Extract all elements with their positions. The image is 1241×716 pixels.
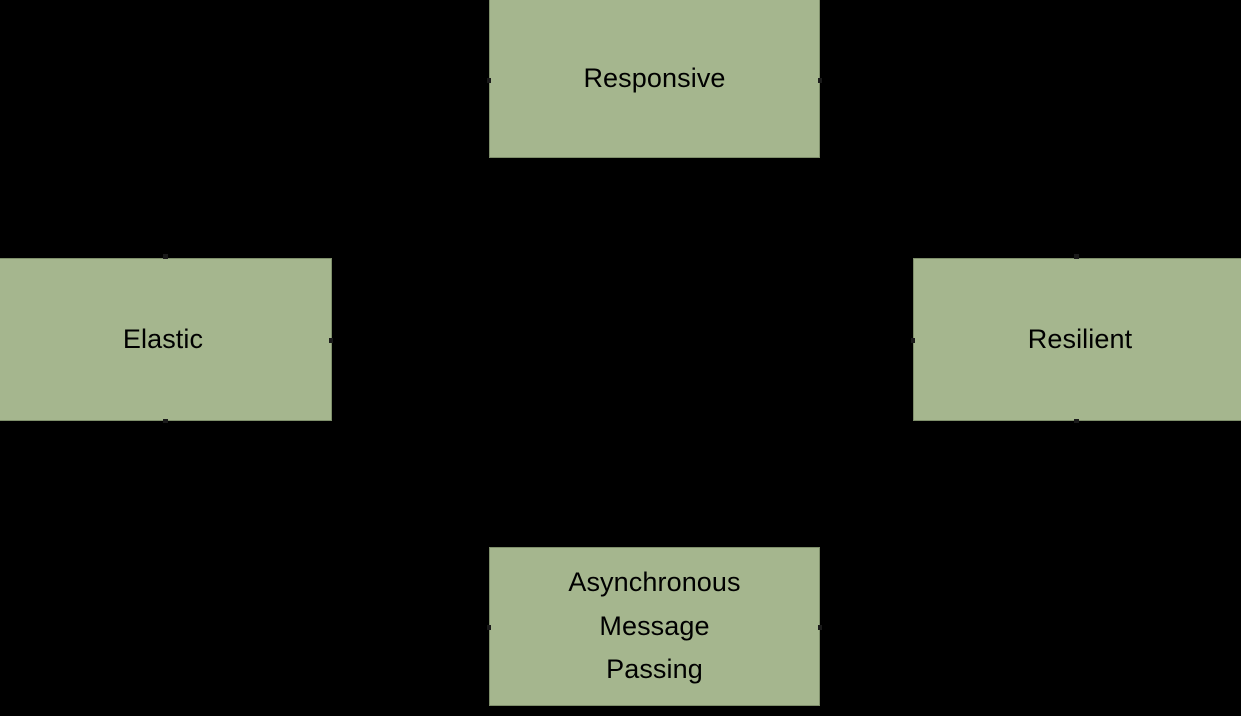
- node-asynchronous-message-passing[interactable]: Asynchronous Message Passing: [489, 547, 820, 706]
- connector-stub-resilient-top: [1074, 254, 1079, 259]
- connector-stub-async-left: [487, 625, 491, 630]
- connector-stub-resilient-bottom: [1074, 419, 1079, 423]
- node-elastic-label: Elastic: [122, 323, 204, 354]
- connector-elastic-responsive: [331, 80, 489, 82]
- connector-stub-responsive-right: [818, 78, 822, 83]
- connector-responsive-resilient: [820, 80, 913, 82]
- connector-stub-elastic-top: [163, 254, 168, 259]
- node-responsive-label: Responsive: [583, 63, 726, 94]
- node-elastic[interactable]: Elastic: [0, 258, 332, 421]
- connector-stub-elastic-right: [329, 338, 333, 343]
- node-responsive[interactable]: Responsive: [489, 0, 820, 158]
- connector-stub-elastic-bottom: [163, 419, 168, 423]
- connector-stub-responsive-left: [487, 78, 491, 83]
- node-resilient[interactable]: Resilient: [913, 258, 1241, 421]
- connector-stub-resilient-left: [911, 338, 915, 343]
- connector-stub-async-right: [818, 625, 822, 630]
- node-resilient-label: Resilient: [1027, 323, 1133, 354]
- connector-async-resilient: [820, 627, 913, 629]
- node-asynchronous-message-passing-label: Asynchronous Message Passing: [568, 566, 741, 685]
- connector-elastic-async: [331, 627, 489, 629]
